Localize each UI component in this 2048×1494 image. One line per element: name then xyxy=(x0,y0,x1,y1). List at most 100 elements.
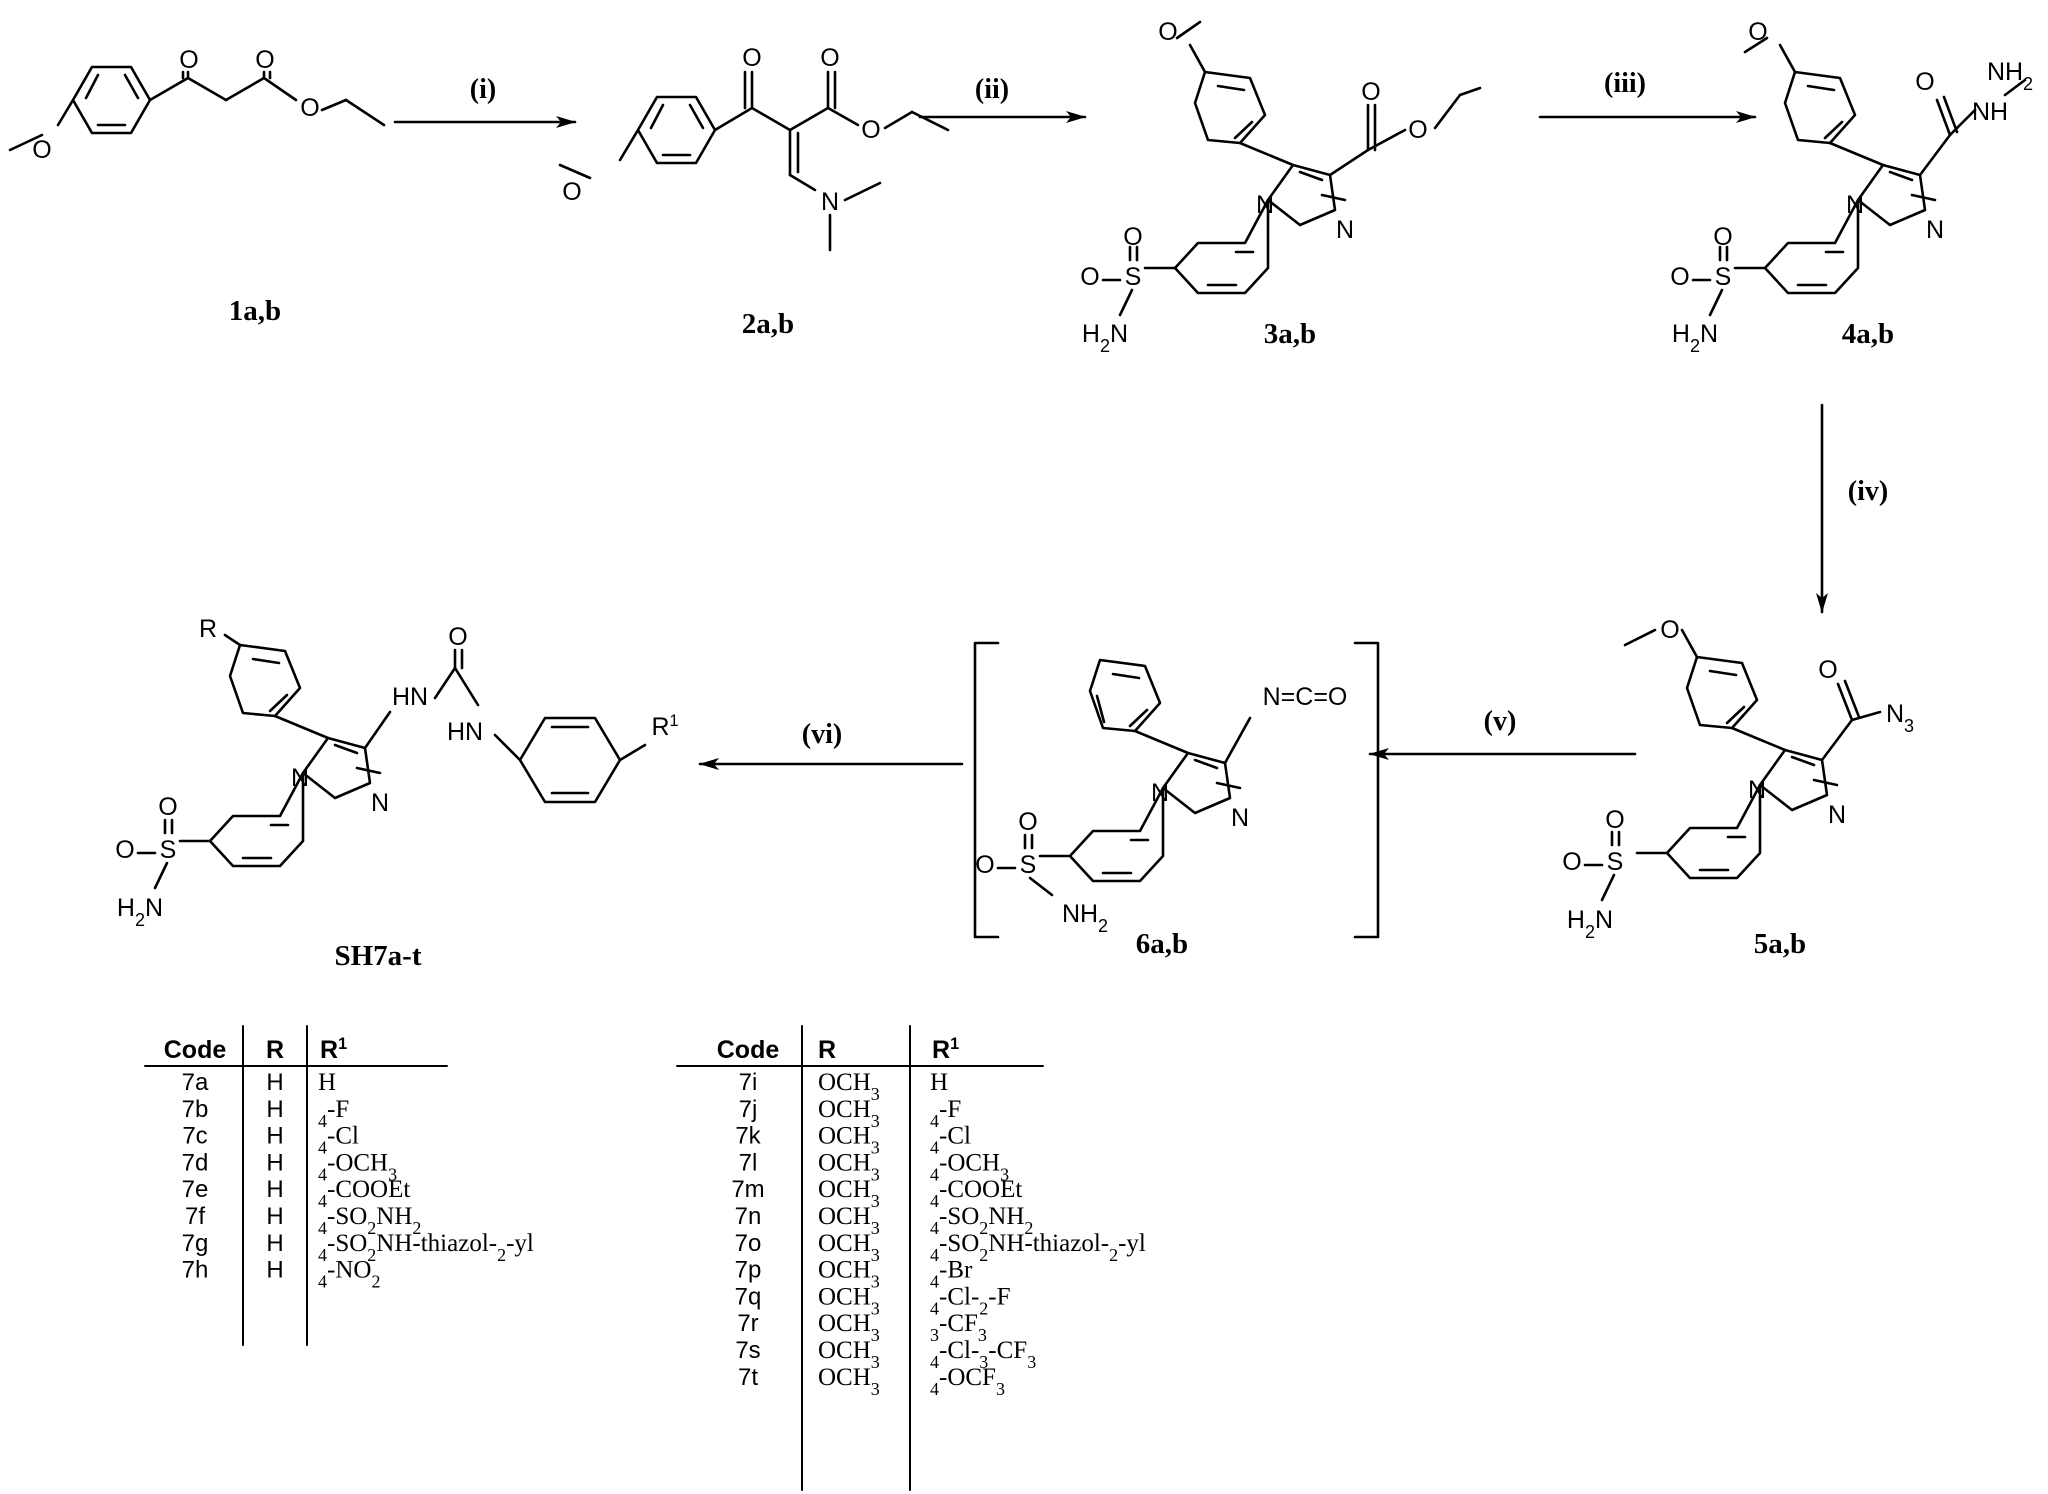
atom-label: N xyxy=(371,789,389,817)
atom-label: O xyxy=(1818,656,1837,684)
compound-6-structure: N=C=O N N S O O NH2 xyxy=(973,641,1380,939)
table-cell-r1: 3-CF3 xyxy=(930,1310,987,1345)
atom-label: O xyxy=(1123,223,1142,251)
table-cell-r1: 4-OCF3 xyxy=(930,1364,1005,1399)
table-cell-code: 7l xyxy=(739,1149,758,1176)
step-label-iv: (iv) xyxy=(1848,476,1888,507)
step-label-i: (i) xyxy=(470,74,496,105)
step-label-v: (v) xyxy=(1484,706,1517,737)
table-cell-r1: H xyxy=(318,1069,336,1096)
table-cell-r1: 4-COOEt xyxy=(930,1176,1022,1211)
table-cell-r: H xyxy=(266,1096,283,1123)
atom-label: O xyxy=(300,94,319,122)
atom-label: NH2 xyxy=(1062,900,1108,936)
atom-label: S xyxy=(160,836,177,864)
atom-label: S xyxy=(1020,851,1037,879)
atom-label: O xyxy=(975,851,994,879)
atom-label: O xyxy=(115,836,134,864)
table-cell-r1: 4-Br xyxy=(930,1257,973,1292)
table-cell-r: OCH3 xyxy=(818,1230,880,1265)
atom-label: R xyxy=(199,615,217,643)
atom-label: NH xyxy=(1972,98,2008,126)
step-label-vi: (vi) xyxy=(802,719,842,750)
step-label-iii: (iii) xyxy=(1604,68,1646,99)
atom-label: HN xyxy=(447,718,483,746)
atom-label: N xyxy=(1926,216,1944,244)
table-cell-r: OCH3 xyxy=(818,1203,880,1238)
atom-label: O xyxy=(179,46,198,74)
table-left-frame xyxy=(144,1025,448,1346)
atom-label: N xyxy=(1748,776,1766,804)
atom-label: NH2 xyxy=(1987,58,2033,94)
table-cell-code: 7e xyxy=(182,1176,209,1203)
table-cell-code: 7a xyxy=(182,1069,209,1096)
table-cell-code: 7g xyxy=(182,1230,209,1257)
compound-2-structure: O O O N O xyxy=(558,44,950,252)
compound-label-7: SH7a-t xyxy=(335,940,422,972)
table-cell-r1: 4-F xyxy=(930,1096,961,1131)
atom-label: O xyxy=(1670,263,1689,291)
table-cell-r1: 4-SO2NH-thiazol-2-yl xyxy=(930,1230,1146,1265)
table-cell-r: OCH3 xyxy=(818,1364,880,1399)
atom-label: O xyxy=(1748,18,1767,46)
atom-label: O xyxy=(1361,78,1380,106)
atom-label: O xyxy=(255,46,274,74)
atom-label: O xyxy=(1408,116,1427,144)
compound-7-structure: R O HN HN R1 N N S O O H2N xyxy=(115,615,678,930)
compound-label-6: 6a,b xyxy=(1136,928,1188,960)
atom-label: O xyxy=(1158,18,1177,46)
compound-label-4: 4a,b xyxy=(1842,318,1894,350)
table-cell-code: 7h xyxy=(182,1257,209,1284)
compound-4-structure: O O NH NH2 N N S O O H2N xyxy=(1670,18,2033,356)
atom-label: S xyxy=(1125,263,1142,291)
atom-label: H2N xyxy=(117,894,163,930)
table-left-header-r: R xyxy=(266,1036,284,1064)
atom-label: N xyxy=(291,764,309,792)
atom-label: N=C=O xyxy=(1263,683,1348,711)
compound-label-2: 2a,b xyxy=(742,308,794,340)
atom-label: O xyxy=(1605,806,1624,834)
table-right-header-r1: R1 xyxy=(932,1035,959,1064)
atom-label: R1 xyxy=(651,712,678,741)
table-cell-code: 7d xyxy=(182,1149,209,1176)
table-cell-code: 7o xyxy=(735,1230,762,1257)
table-cell-code: 7f xyxy=(185,1203,205,1230)
atom-label: O xyxy=(1018,808,1037,836)
table-cell-r1: 4-SO2NH-thiazol-2-yl xyxy=(318,1230,534,1265)
table-cell-code: 7m xyxy=(731,1176,764,1203)
table-cell-code: 7j xyxy=(739,1096,758,1123)
table-cell-code: 7q xyxy=(735,1283,762,1310)
table-cell-r: OCH3 xyxy=(818,1069,880,1104)
atom-label: O xyxy=(1915,68,1934,96)
compound-label-1: 1a,b xyxy=(229,295,281,327)
table-cell-r: OCH3 xyxy=(818,1310,880,1345)
table-right-frame xyxy=(676,1025,1044,1491)
table-cell-r1: 4-F xyxy=(318,1096,349,1131)
table-cell-code: 7r xyxy=(737,1310,758,1337)
atom-label: O xyxy=(1080,263,1099,291)
table-cell-r: OCH3 xyxy=(818,1096,880,1131)
atom-label: N xyxy=(1151,779,1169,807)
table-cell-r: H xyxy=(266,1230,283,1257)
table-cell-r1: 4-NO2 xyxy=(318,1257,380,1292)
table-cell-r: OCH3 xyxy=(818,1149,880,1184)
table-cell-r: H xyxy=(266,1257,283,1284)
atom-label: N xyxy=(1846,191,1864,219)
atom-label: O xyxy=(32,136,51,164)
atom-label: S xyxy=(1607,848,1624,876)
atom-label: O xyxy=(448,623,467,651)
atom-label: N3 xyxy=(1886,700,1914,736)
table-cell-code: 7p xyxy=(735,1257,762,1284)
atom-label: S xyxy=(1715,263,1732,291)
atom-label: O xyxy=(742,44,761,72)
compound-5-structure: O O N3 N N S O O H2N xyxy=(1562,616,1914,942)
table-cell-r1: 4-Cl xyxy=(930,1123,971,1158)
atom-label: O xyxy=(1713,223,1732,251)
table-cell-r: OCH3 xyxy=(818,1257,880,1292)
atom-label: O xyxy=(562,178,581,206)
table-cell-code: 7s xyxy=(735,1337,760,1364)
table-cell-code: 7n xyxy=(735,1203,762,1230)
